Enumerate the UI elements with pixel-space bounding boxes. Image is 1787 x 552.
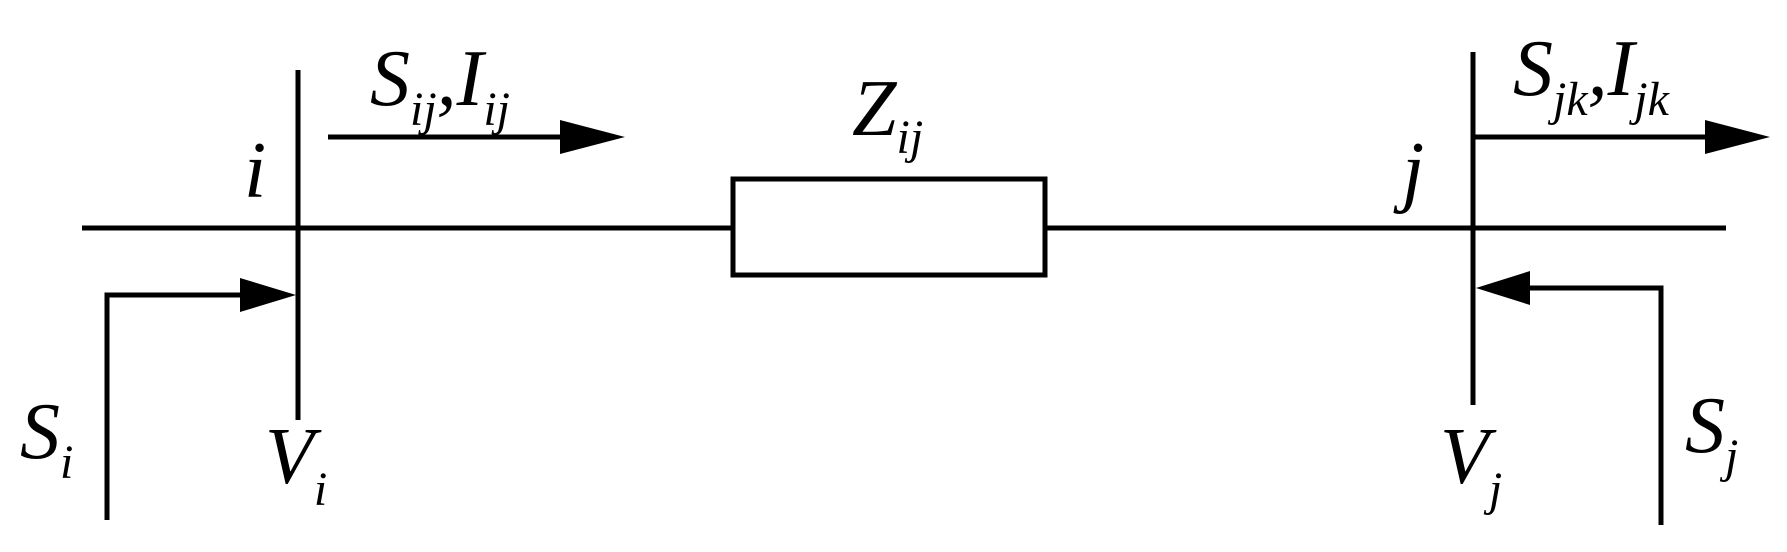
bus-i-label: i (244, 127, 266, 215)
flow-ij-s: S (370, 35, 410, 123)
flow-jk-i-subscript: jk (1628, 73, 1670, 126)
flow-jk-label: Sjk,Ijk (1513, 25, 1671, 126)
flow-arrow-jk-head (1705, 120, 1770, 154)
voltage-i-label: Vi (265, 413, 327, 516)
injection-path-i (104, 292, 245, 520)
flow-arrow-ij-head (560, 120, 625, 154)
injection-path-j (1525, 285, 1664, 525)
flow-ij-label: Sij,Iij (370, 35, 510, 136)
injection-arrow-i-head (240, 278, 296, 312)
impedance-label: Zij (852, 65, 923, 164)
injection-i-label: Si (20, 388, 73, 489)
impedance-box (730, 176, 1048, 278)
injection-j-label: Sj (1685, 382, 1738, 483)
flow-ij-i-subscript: ij (483, 83, 510, 136)
flow-jk-s-subscript: jk (1547, 73, 1589, 126)
voltage-j-label: Vj (1440, 413, 1502, 516)
flow-ij-i: I (456, 35, 487, 123)
flow-jk-i: I (1607, 25, 1638, 113)
injection-arrow-j-head (1476, 271, 1530, 305)
flow-ij-separator: , (437, 35, 457, 123)
flow-jk-s: S (1513, 25, 1553, 113)
bus-j-label: j (1393, 127, 1424, 215)
flow-jk-separator: , (1588, 25, 1608, 113)
flow-ij-s-subscript: ij (410, 83, 437, 136)
